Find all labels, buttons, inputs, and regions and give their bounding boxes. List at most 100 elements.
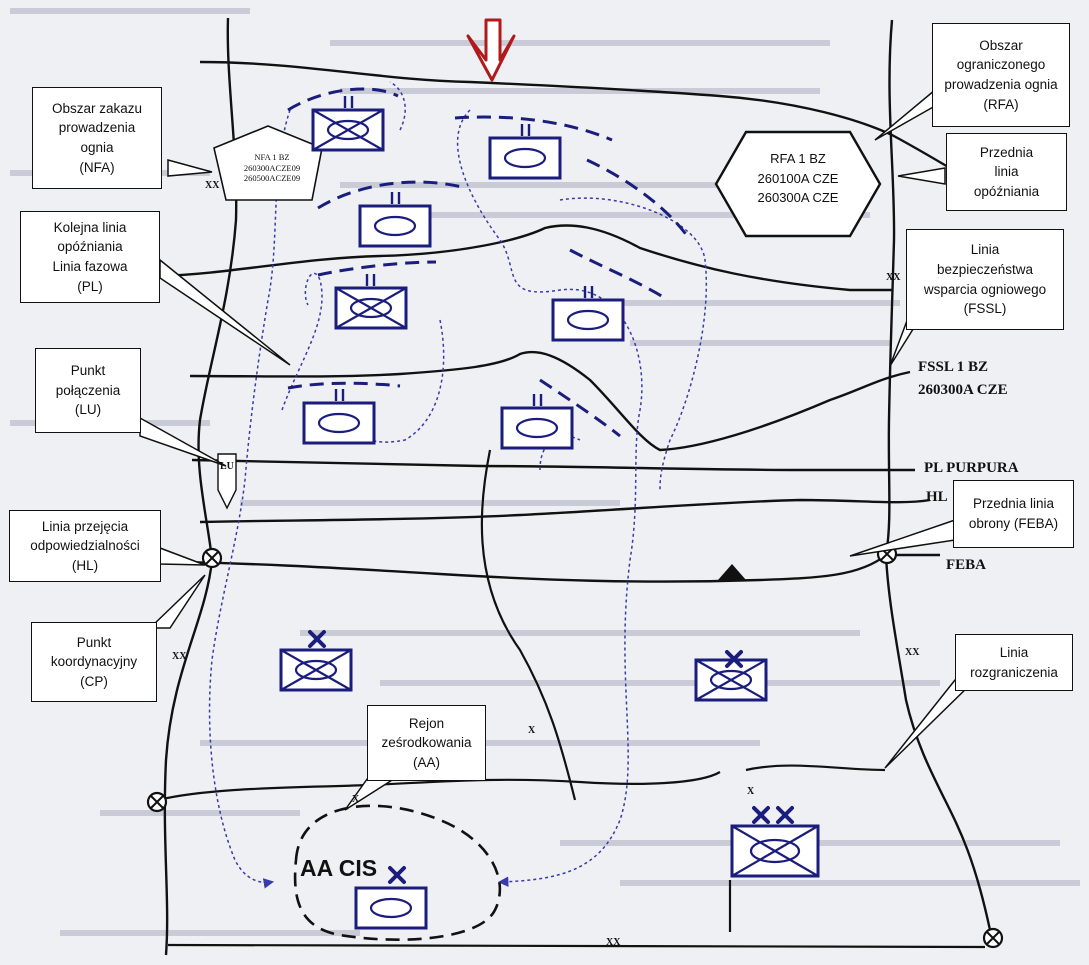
label-fssl-2: 260300A CZE xyxy=(918,382,1008,398)
label-pl-purpura: PL PURPURA xyxy=(924,460,1019,476)
callout-fssl-l2: bezpieczeństwa xyxy=(936,261,1034,277)
callout-nfa: Obszar zakazu prowadzenia ognia (NFA) xyxy=(32,87,162,189)
callout-cp: Punkt koordynacyjny (CP) xyxy=(31,622,157,702)
pent-line-2: 260300ACZE09 xyxy=(243,162,301,173)
callout-hl-l3: (HL) xyxy=(71,557,99,573)
unit-mech-1 xyxy=(311,108,385,152)
line-bottom-right xyxy=(745,764,886,772)
nfa-pentagon-label: NFA 1 BZ 260300ACZE09 260500ACZE09 xyxy=(222,152,322,184)
feba-triangle xyxy=(718,564,746,580)
unit-oval-1 xyxy=(488,136,562,180)
callout-kolejna-l3: Linia fazowa xyxy=(52,259,128,274)
route-purpura xyxy=(539,435,581,471)
hex-line-1: RFA 1 BZ xyxy=(770,151,826,166)
callout-fssl: Linia bezpieczeństwa wsparcia ogniowego … xyxy=(906,229,1064,330)
callout-nfa-l4: (NFA) xyxy=(79,159,115,175)
callout-cp-l2: koordynacyjny xyxy=(50,654,138,670)
line-hl xyxy=(199,498,931,524)
callout-przednia-op-l3: opóźniania xyxy=(973,183,1040,199)
cp-hl xyxy=(201,547,223,569)
unit-oval-2 xyxy=(358,204,432,248)
label-lu-box: LU xyxy=(220,461,234,472)
hex-line-3: 260300A CZE xyxy=(757,190,839,205)
line-pl-purpura xyxy=(191,458,915,472)
route-right-loop xyxy=(559,197,708,493)
label-fssl-1: FSSL 1 BZ xyxy=(918,359,989,375)
boundary-x-1: X xyxy=(528,725,536,736)
line-bottom-aa xyxy=(157,771,721,802)
callout-rfa-l2: ograniczonego xyxy=(956,57,1046,73)
label-feba: FEBA xyxy=(946,557,987,573)
callout-lu-l1: Punkt xyxy=(70,363,106,379)
arc-1 xyxy=(287,87,399,112)
callout-nfa-l3: ognia xyxy=(80,140,114,155)
callout-nfa-l1: Obszar zakazu xyxy=(51,100,143,116)
callout-nfa-l2: prowadzenia xyxy=(58,120,136,136)
callout-przednia-op-l1: Przednia xyxy=(979,144,1034,160)
callout-kolejna: Kolejna linia opóźniania Linia fazowa (P… xyxy=(20,211,160,303)
lu-marker xyxy=(217,453,237,510)
arc-7 xyxy=(287,381,401,390)
hex-line-2: 260100A CZE xyxy=(757,170,839,186)
arc-6 xyxy=(317,260,437,277)
callout-rfa-l1: Obszar xyxy=(979,37,1023,53)
unit-oval-4 xyxy=(302,401,376,445)
callout-aa-l2: ześrodkowania xyxy=(381,735,472,751)
arc-3 xyxy=(586,158,692,241)
callout-rozgr: Linia rozgraniczenia xyxy=(955,634,1073,691)
callout-feba-l1: Przednia linia xyxy=(972,496,1055,512)
callout-rozgr-l2: rozgraniczenia xyxy=(970,664,1058,680)
boundary-xx-2: XX xyxy=(886,272,901,283)
line-feba xyxy=(119,553,940,583)
route-top-left xyxy=(389,81,406,131)
callout-lu-l2: połączenia xyxy=(55,382,121,398)
callout-kolejna-l1: Kolejna linia xyxy=(53,219,127,235)
callout-kolejna-l4: (PL) xyxy=(77,278,103,294)
callout-hl-l2: odpowiedzialności xyxy=(30,538,140,554)
boundary-x-2: X xyxy=(352,794,360,805)
callout-feba: Przednia linia obrony (FEBA) xyxy=(953,480,1074,548)
callout-lu: Punkt połączenia (LU) xyxy=(35,348,141,433)
boundary-xx-4: XX xyxy=(905,647,920,658)
label-hl: HL xyxy=(926,489,948,505)
boundary-xx-1: XX xyxy=(205,180,220,191)
arc-8 xyxy=(539,378,621,438)
rfa-hexagon xyxy=(714,130,882,238)
unit-mech-4 xyxy=(694,658,768,702)
callout-rozgr-l1: Linia xyxy=(999,644,1029,660)
arc-5 xyxy=(569,248,669,302)
line-bottom xyxy=(167,943,986,949)
route-left xyxy=(208,109,291,889)
route-ret xyxy=(354,319,445,443)
rfa-hexagon-label: RFA 1 BZ 260100A CZE 260300A CZE xyxy=(728,149,868,208)
callout-hl: Linia przejęcia odpowiedzialności (HL) xyxy=(9,510,161,582)
callout-lu-l3: (LU) xyxy=(74,402,102,418)
callout-hl-l1: Linia przejęcia xyxy=(41,518,129,534)
line-kolejna xyxy=(159,224,893,292)
boundary-x xyxy=(480,449,577,801)
unit-oval-6 xyxy=(354,886,428,930)
callout-cp-l1: Punkt xyxy=(76,634,112,650)
boundary-xx-3: XX xyxy=(172,651,187,662)
callout-przednia-op: Przednia linia opóźniania xyxy=(946,133,1067,211)
callout-fssl-l4: (FSSL) xyxy=(963,301,1007,317)
cp-bottom-left xyxy=(146,791,168,813)
callout-aa: Rejon ześrodkowania (AA) xyxy=(367,705,486,781)
boundary-right xyxy=(884,19,992,931)
callout-feba-l2: obrony (FEBA) xyxy=(968,516,1059,531)
callout-cp-l3: (CP) xyxy=(80,673,108,689)
callout-rfa-l3: prowadzenia ognia xyxy=(944,77,1058,92)
callout-przednia-op-l2: linia xyxy=(994,164,1019,180)
boundary-xx-5: XX xyxy=(606,937,621,948)
callout-rfa: Obszar ograniczonego prowadzenia ognia (… xyxy=(932,23,1070,127)
callout-rfa-l4: (RFA) xyxy=(983,96,1019,112)
cp-bottom-right xyxy=(982,927,1004,949)
unit-oval-3 xyxy=(551,298,625,342)
attack-arrow xyxy=(466,18,516,82)
pent-line-1: NFA 1 BZ xyxy=(254,152,290,162)
assembly-area xyxy=(293,804,502,941)
route-up xyxy=(281,272,323,411)
unit-mech-3 xyxy=(279,648,353,692)
